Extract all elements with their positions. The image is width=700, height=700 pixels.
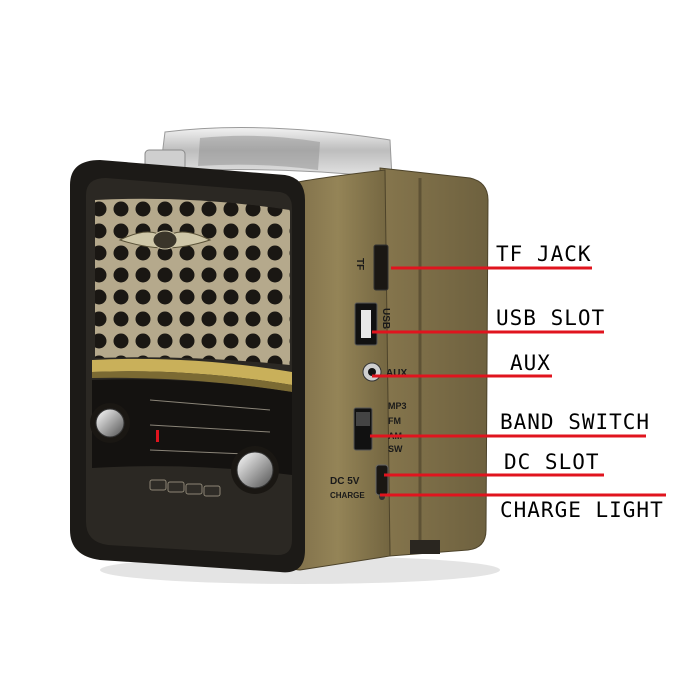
dc-port-label: DC 5V — [330, 476, 360, 487]
usb-port-label: USB — [380, 308, 391, 329]
volume-knob — [95, 408, 125, 438]
band-switch-knob — [356, 412, 370, 426]
winged-emblem — [118, 230, 212, 250]
control-buttons — [149, 479, 221, 497]
side-ports: TF USB AUX MP3 FM AM SW DC 5V CHARGE — [330, 244, 407, 500]
aux-jack-hole — [368, 368, 376, 376]
callout-tf-jack: TF JACK — [496, 242, 592, 266]
tf-slot — [373, 244, 389, 291]
band-option-fm: FM — [388, 416, 401, 426]
callout-lines — [370, 266, 666, 497]
carry-handle — [144, 127, 393, 179]
wood-cabinet — [284, 167, 489, 571]
band-option-sw: SW — [388, 444, 403, 454]
charge-light-label: CHARGE — [330, 491, 365, 500]
dial-trim — [92, 358, 292, 392]
callout-charge-light: CHARGE LIGHT — [500, 498, 664, 522]
band-option-mp3: MP3 — [388, 401, 407, 411]
callout-band-switch: BAND SWITCH — [500, 410, 651, 434]
callout-aux: AUX — [510, 351, 551, 375]
callout-usb-slot: USB SLOT — [496, 306, 606, 330]
tf-port-label: TF — [354, 258, 365, 270]
usb-port-inner — [361, 310, 371, 338]
tuning-knob — [236, 451, 274, 489]
dc-port — [375, 464, 389, 496]
speaker-grille — [95, 198, 290, 365]
aux-port-label: AUX — [386, 368, 407, 379]
callout-dc-slot: DC SLOT — [504, 450, 600, 474]
